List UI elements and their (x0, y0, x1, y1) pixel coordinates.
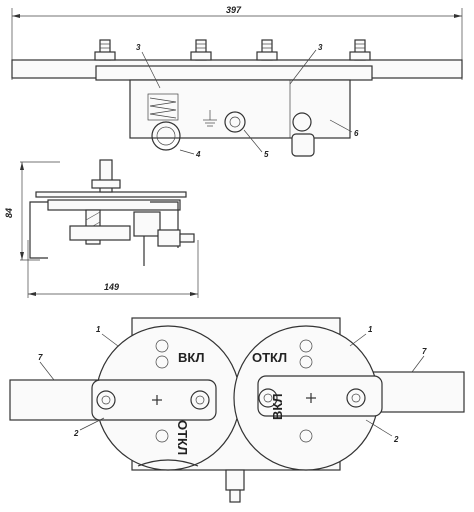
leader-3b (289, 49, 317, 85)
hole-right-3 (299, 429, 313, 443)
ground-screw-head (229, 116, 241, 128)
side-body (47, 199, 181, 211)
leader-1b (349, 333, 367, 347)
side-view: 84 149 (4, 159, 199, 298)
screw-right-a (258, 388, 278, 408)
plus-icon-right (306, 393, 316, 403)
bottom-stud-tip (229, 489, 241, 503)
callout-7b: 7 (422, 347, 427, 356)
side-bracket-left (29, 201, 48, 259)
dim-h-arrow-top (20, 162, 24, 170)
spring (147, 93, 179, 121)
callout-7a: 7 (38, 353, 43, 362)
screw-right-b (346, 388, 366, 408)
dim-arrow-left (12, 14, 20, 18)
screw-left-a (96, 390, 116, 410)
callout-5: 5 (264, 150, 269, 159)
roller-wheel (151, 121, 181, 151)
leader-4 (179, 149, 195, 155)
rail-right (371, 371, 465, 413)
mount-plate (95, 65, 373, 81)
callout-3a: 3 (136, 43, 141, 52)
bolt-2 (190, 39, 212, 61)
leader-7a (39, 361, 55, 381)
dim-w-arrow-left (28, 292, 36, 296)
hole-left-1 (155, 339, 169, 353)
dim-arrow-right (454, 14, 462, 18)
side-clamp (133, 211, 161, 237)
callout-3b: 3 (318, 43, 323, 52)
right-knob (292, 112, 312, 132)
side-right-stud (179, 233, 195, 243)
dim-h-arrow-bottom (20, 252, 24, 260)
rail-left (9, 379, 103, 421)
label-off-rotated: ОТКЛ (175, 420, 190, 455)
label-on-top: ВКЛ (178, 350, 204, 365)
callout-6: 6 (354, 129, 359, 138)
bolt-4 (349, 39, 371, 61)
hole-left-3 (155, 429, 169, 443)
housing-body (129, 79, 351, 139)
screw-left-b (190, 390, 210, 410)
plus-icon-left (152, 395, 162, 405)
leader-7b (411, 355, 425, 373)
ground-symbol-icon (203, 110, 217, 127)
callout-1a: 1 (96, 325, 101, 334)
dim-w-arrow-right (190, 292, 198, 296)
dim-top-width: 397 (226, 5, 242, 15)
callout-1b: 1 (368, 325, 373, 334)
side-top-plate (35, 191, 187, 198)
side-right-nut (157, 229, 181, 247)
front-view: 397 (11, 5, 463, 159)
ground-screw (224, 111, 246, 133)
leader-1a (101, 333, 119, 347)
side-lower-plate (69, 225, 131, 241)
bolt-1 (94, 39, 116, 61)
roller-hub (156, 126, 176, 146)
callout-4: 4 (195, 150, 201, 159)
callout-2b: 2 (393, 435, 399, 444)
leader-2b (365, 419, 393, 437)
notch-left (137, 459, 199, 467)
dim-side-height: 84 (4, 208, 14, 218)
callout-2a: 2 (73, 429, 79, 438)
right-roller (291, 133, 315, 157)
leader-2a (79, 417, 105, 431)
hole-right-1 (299, 339, 313, 353)
label-on-rotated: ВКЛ (270, 394, 285, 420)
side-nut (91, 179, 121, 189)
leader-5 (243, 129, 263, 153)
bottom-stud (225, 469, 245, 491)
label-off-top: ОТКЛ (252, 350, 287, 365)
plan-view: ВКЛ ОТКЛ ОТКЛ ВКЛ 1 1 2 2 7 7 (9, 317, 465, 503)
leader-6 (329, 119, 353, 133)
dim-side-width: 149 (104, 282, 119, 292)
hole-right-2 (299, 355, 313, 369)
bolt-3 (256, 39, 278, 61)
leader-3a (141, 51, 161, 89)
hole-left-2 (155, 355, 169, 369)
